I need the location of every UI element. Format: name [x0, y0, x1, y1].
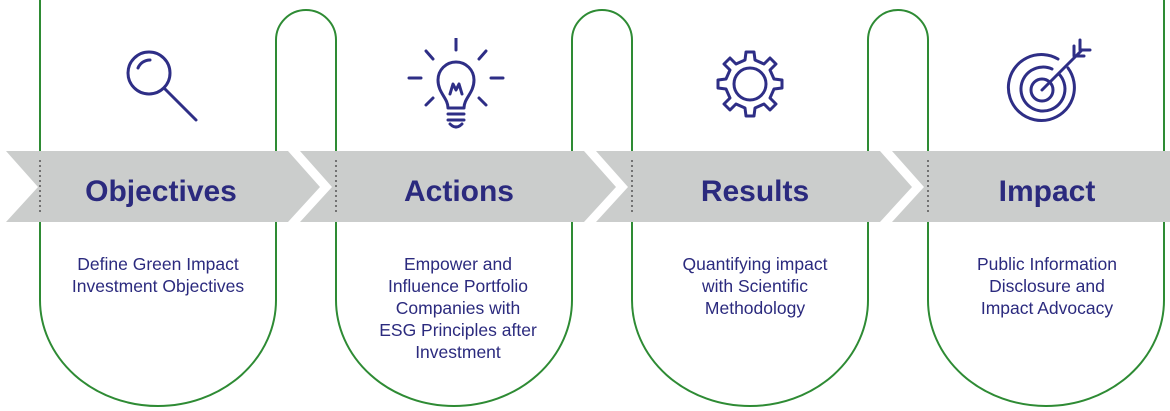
band-segment-1 [6, 151, 320, 222]
magnifying-glass-icon [109, 38, 209, 138]
description-line: Public Information [976, 254, 1118, 274]
serpentine-outline [39, 0, 1165, 407]
target-arrow-icon [996, 38, 1096, 138]
stage-description-impact: Public Information Disclosure and Impact… [937, 253, 1157, 319]
stage-title-objectives: Objectives [85, 175, 237, 208]
stage-title-impact: Impact [998, 175, 1096, 208]
description-line: Define Green Impact [77, 254, 239, 274]
description-line: with Scientific [701, 276, 808, 296]
stage-title-actions: Actions [403, 175, 514, 208]
lightbulb-icon [406, 38, 506, 138]
description-line: Disclosure and [989, 276, 1105, 296]
description-line: Quantifying impact [682, 254, 828, 274]
description-line: Investment Objectives [71, 276, 245, 296]
description-line: Impact Advocacy [980, 298, 1114, 318]
description-line: Companies with [395, 298, 521, 318]
description-line: Influence Portfolio [387, 276, 529, 296]
band-segment-3 [596, 151, 912, 222]
stage-description-results: Quantifying impact with Scientific Metho… [645, 253, 865, 319]
description-line: Methodology [704, 298, 806, 318]
band-segment-4 [892, 151, 1170, 222]
stage-title-results: Results [700, 175, 810, 208]
stage-description-objectives: Define Green Impact Investment Objective… [48, 253, 268, 297]
description-line: ESG Principles after [379, 320, 537, 340]
band-segment-2 [300, 151, 616, 222]
stage-description-actions: Empower and Influence Portfolio Companie… [348, 253, 568, 363]
description-line: Investment [415, 342, 501, 362]
gear-icon [700, 38, 800, 138]
description-line: Empower and [404, 254, 512, 274]
